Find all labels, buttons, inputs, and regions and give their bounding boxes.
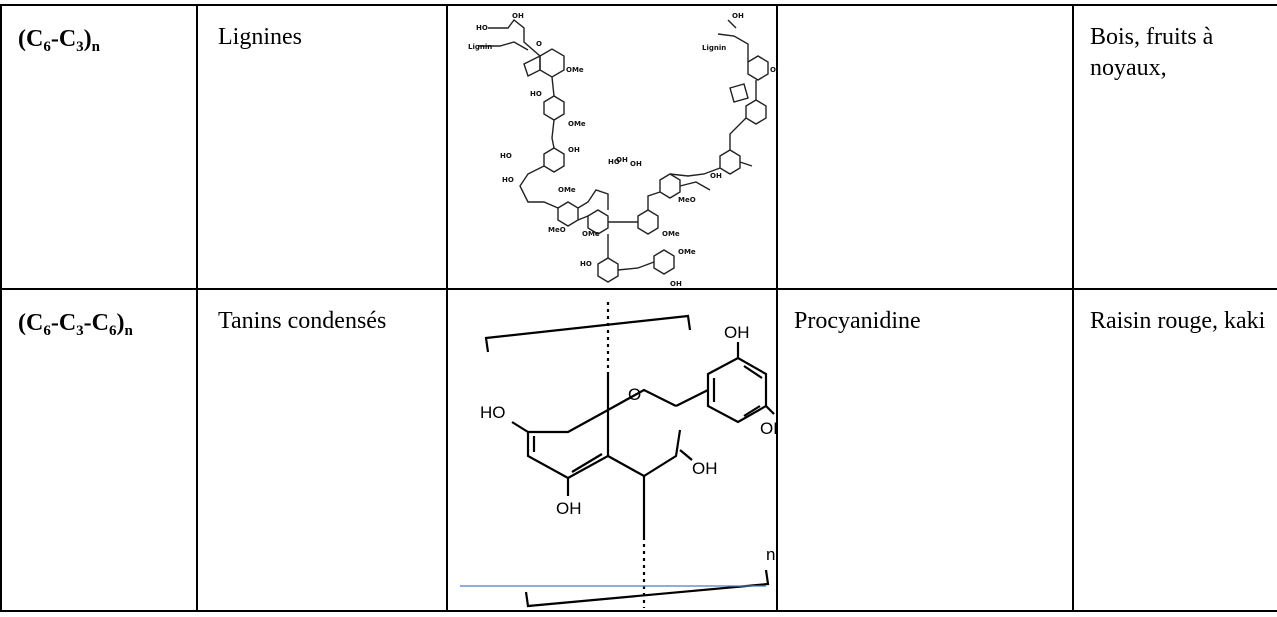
svg-text:OH: OH: [616, 156, 628, 164]
formula-cell: (C6-C3-C6)n: [0, 288, 198, 612]
svg-text:HO: HO: [500, 152, 512, 160]
lignin-structure-icon: HO OH Lignin O OMe HO OMe OH HO OH HO OH…: [468, 12, 778, 288]
svg-text:OMe: OMe: [558, 186, 576, 194]
svg-text:HO: HO: [608, 158, 620, 166]
class-name: Lignines: [218, 24, 302, 50]
svg-text:n: n: [766, 545, 775, 564]
svg-text:OMe: OMe: [566, 66, 584, 74]
svg-text:OH: OH: [710, 172, 722, 180]
svg-text:HO: HO: [580, 260, 592, 268]
svg-text:OH: OH: [512, 12, 524, 20]
formula-cell: (C6-C3)n: [0, 4, 198, 290]
procyanidin-structure-icon: OH OH HO O OH OH n: [460, 302, 778, 608]
svg-text:OH: OH: [692, 459, 718, 478]
source-cell: Raisin rouge, kaki: [1072, 288, 1277, 612]
table-row: (C6-C3)n Lignines: [0, 4, 1277, 290]
polyphenol-table: (C6-C3)n Lignines: [0, 4, 1277, 612]
compound-cell: [776, 4, 1074, 290]
svg-text:HO: HO: [476, 24, 488, 32]
source-text: Raisin rouge, kaki: [1090, 308, 1266, 334]
svg-text:Lignin: Lignin: [468, 43, 492, 51]
svg-text:O: O: [628, 385, 641, 404]
class-cell: Lignines: [196, 4, 448, 290]
svg-text:OMe: OMe: [568, 120, 586, 128]
source-text: Bois, fruits à noyaux,: [1090, 24, 1214, 81]
class-cell: Tanins condensés: [196, 288, 448, 612]
svg-text:HO: HO: [502, 176, 514, 184]
compound-name: [778, 6, 1072, 22]
svg-text:OH: OH: [670, 280, 682, 288]
svg-text:OH: OH: [760, 419, 778, 438]
svg-text:MeO: MeO: [548, 226, 566, 234]
svg-text:O: O: [536, 40, 542, 48]
structure-cell: HO OH Lignin O OMe HO OMe OH HO OH HO OH…: [446, 4, 778, 290]
svg-text:OH: OH: [568, 146, 580, 154]
formula: (C6-C3)n: [18, 26, 100, 55]
svg-text:OH: OH: [556, 499, 582, 518]
svg-text:OMe: OMe: [662, 230, 680, 238]
svg-text:OMe: OMe: [582, 230, 600, 238]
svg-text:HO: HO: [530, 90, 542, 98]
compound-cell: Procyanidine: [776, 288, 1074, 612]
structure-cell: OH OH HO O OH OH n: [446, 288, 778, 612]
svg-text:MeO: MeO: [678, 196, 696, 204]
svg-text:OH: OH: [724, 323, 750, 342]
source-cell: Bois, fruits à noyaux,: [1072, 4, 1277, 290]
formula: (C6-C3-C6)n: [18, 310, 133, 339]
svg-text:OH: OH: [630, 160, 642, 168]
svg-text:OH: OH: [732, 12, 744, 20]
table-row: (C6-C3-C6)n Tanins condensés: [0, 288, 1277, 612]
svg-text:HO: HO: [480, 403, 506, 422]
class-name: Tanins condensés: [218, 308, 387, 334]
compound-name: Procyanidine: [794, 308, 921, 334]
svg-text:OMe: OMe: [678, 248, 696, 256]
svg-text:Lignin: Lignin: [702, 44, 726, 52]
svg-text:OMe: OMe: [770, 66, 778, 74]
